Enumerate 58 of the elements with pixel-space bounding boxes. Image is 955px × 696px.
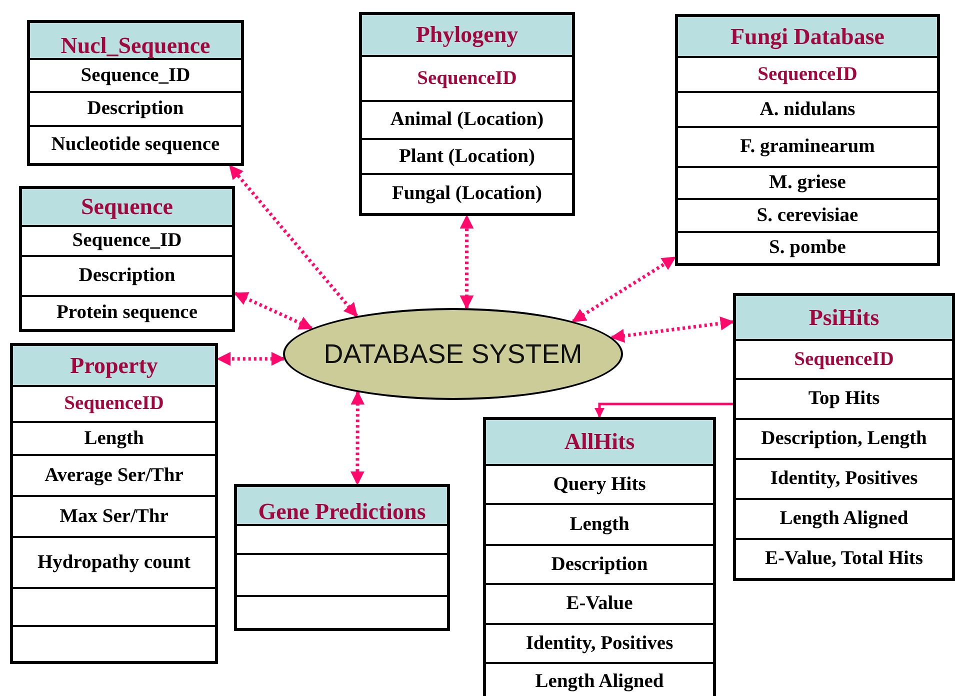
table-row: E-Value bbox=[486, 583, 713, 623]
table-card bbox=[27, 20, 244, 166]
table-title: Property bbox=[13, 346, 215, 385]
table-row: Sequence_ID bbox=[22, 225, 232, 255]
table-row: Max Ser/Thr bbox=[13, 495, 215, 536]
table-row: Identity, Positives bbox=[736, 458, 952, 498]
table-row: Length Aligned bbox=[486, 662, 713, 696]
table-title: AllHits bbox=[486, 420, 713, 464]
table-row: Length bbox=[13, 421, 215, 454]
table-row: Identity, Positives bbox=[486, 623, 713, 662]
table-row: Length bbox=[486, 503, 713, 544]
table-row: M. griese bbox=[678, 166, 937, 198]
table-row: Hydropathy count bbox=[13, 536, 215, 587]
table-card bbox=[19, 186, 235, 332]
table-row: S. pombe bbox=[678, 231, 937, 263]
table-title: Nucl_Sequence bbox=[30, 23, 241, 58]
connector-arrow bbox=[610, 316, 734, 343]
table-row: Query Hits bbox=[486, 464, 713, 503]
table-row: Description bbox=[486, 544, 713, 583]
table-title: PsiHits bbox=[736, 296, 952, 339]
table-row: SequenceID bbox=[736, 339, 952, 378]
table-row: S. cerevisiae bbox=[678, 198, 937, 231]
table-row: Plant (Location) bbox=[362, 138, 572, 173]
connector-arrow bbox=[216, 352, 286, 366]
table-card bbox=[359, 12, 575, 216]
table-row: SequenceID bbox=[678, 56, 937, 91]
connector-arrow bbox=[460, 214, 474, 310]
table-row: Description bbox=[30, 91, 241, 125]
table-row: SequenceID bbox=[13, 385, 215, 421]
table-row: Nucleotide sequence bbox=[30, 125, 241, 163]
table-row: Average Ser/Thr bbox=[13, 454, 215, 495]
table-row: A. nidulans bbox=[678, 91, 937, 126]
connector-arrow bbox=[350, 390, 365, 486]
table-card bbox=[234, 484, 450, 631]
table-card bbox=[675, 14, 940, 266]
table-row: Description bbox=[22, 255, 232, 295]
connector-arrow bbox=[234, 292, 314, 330]
table-row: F. graminearum bbox=[678, 126, 937, 166]
connector-arrow bbox=[594, 402, 733, 418]
table-title: Phylogeny bbox=[362, 15, 572, 55]
table-row: Sequence_ID bbox=[30, 58, 241, 91]
database-ellipse: DATABASE SYSTEM bbox=[283, 308, 623, 400]
table-card bbox=[733, 293, 955, 581]
table-row: Fungal (Location) bbox=[362, 173, 572, 213]
table-row: Top Hits bbox=[736, 378, 952, 418]
connector-arrow bbox=[228, 164, 358, 318]
table-title: Gene Predictions bbox=[237, 487, 447, 524]
table-row: Description, Length bbox=[736, 418, 952, 458]
table-row: Animal (Location) bbox=[362, 100, 572, 138]
table-title: Fungi Database bbox=[678, 17, 937, 56]
table-row: Protein sequence bbox=[22, 295, 232, 329]
table-title: Sequence bbox=[22, 189, 232, 225]
table-row: E-Value, Total Hits bbox=[736, 538, 952, 578]
table-row: Length Aligned bbox=[736, 498, 952, 538]
table-card bbox=[10, 343, 218, 664]
table-card bbox=[483, 417, 716, 696]
connector-arrow bbox=[572, 256, 676, 323]
table-row: SequenceID bbox=[362, 55, 572, 100]
